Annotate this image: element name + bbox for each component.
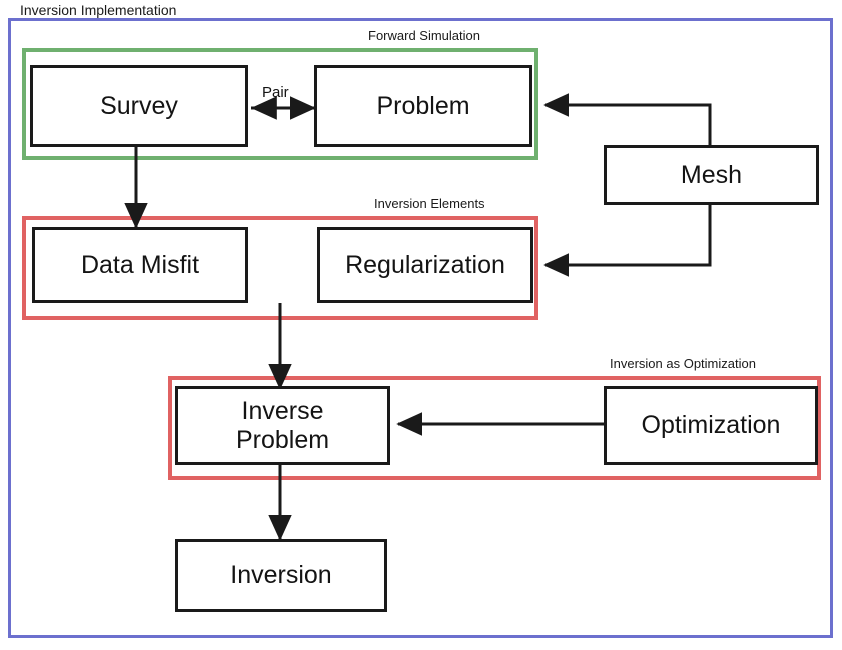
node-inversion[interactable]: Inversion xyxy=(175,539,387,612)
node-problem[interactable]: Problem xyxy=(314,65,532,147)
group-label-inversion-as-optimization: Inversion as Optimization xyxy=(610,356,756,371)
connector-mesh-regularization xyxy=(543,205,712,277)
edge-label-pair: Pair xyxy=(262,84,289,101)
connector-mesh-problem xyxy=(543,93,712,145)
node-mesh[interactable]: Mesh xyxy=(604,145,819,205)
node-data-misfit[interactable]: Data Misfit xyxy=(32,227,248,303)
group-frame-forward-simulation xyxy=(22,48,538,160)
group-frame-inversion-implementation xyxy=(8,18,833,638)
node-inverse-problem[interactable]: Inverse Problem xyxy=(175,386,390,465)
node-regularization[interactable]: Regularization xyxy=(317,227,533,303)
node-optimization[interactable]: Optimization xyxy=(604,386,818,465)
group-frame-inversion-as-optimization xyxy=(168,376,821,480)
node-survey[interactable]: Survey xyxy=(30,65,248,147)
group-label-forward-simulation: Forward Simulation xyxy=(368,28,480,43)
group-label-inversion-elements: Inversion Elements xyxy=(374,196,485,211)
diagram-title: Inversion Implementation xyxy=(20,2,177,18)
